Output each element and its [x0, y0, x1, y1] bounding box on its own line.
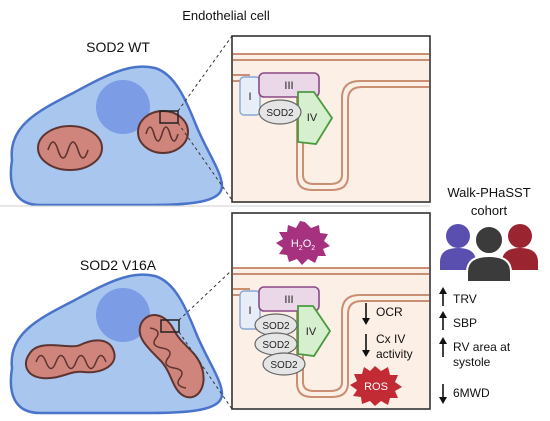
h2o2-burst: H2O2: [276, 221, 330, 265]
arrow-down-icon: [362, 334, 370, 357]
complex-i-label: I: [248, 305, 251, 317]
zoom-line: [177, 35, 233, 112]
sod2-label: SOD2: [266, 108, 294, 119]
mitochondrion-icon: [137, 110, 189, 154]
mitochondrion-icon: [37, 125, 103, 171]
person-left: [440, 224, 476, 270]
complex-iii-mutant: [258, 286, 320, 312]
mitochondrion-icon: [138, 314, 205, 399]
mito-zoom-mutant: I III IV SOD2 SOD2 SOD2 H2O2 ROS OCR: [231, 212, 431, 410]
complex-iii-label: III: [284, 294, 293, 306]
person-right: [502, 224, 538, 270]
ros-burst: ROS: [350, 366, 402, 406]
arrow-up-icon: [439, 311, 447, 330]
sod2-label: SOD2: [262, 340, 290, 351]
complex-iv-label: IV: [306, 326, 317, 338]
cohort-subtitle: cohort: [471, 203, 508, 218]
zoom-box-icon: [159, 110, 179, 124]
mito-zoom-wt: I III IV SOD2: [231, 35, 431, 203]
sod2-wt: [258, 99, 302, 125]
effect-ocr: OCR: [376, 305, 403, 319]
outcome-6mwd: 6MWD: [453, 386, 490, 400]
people-icon: [440, 224, 538, 283]
zoom-box-icon: [160, 319, 180, 333]
endothelial-cell-wt: [9, 35, 233, 207]
mitochondrion-icon: [25, 339, 116, 380]
arrow-down-icon: [362, 303, 370, 325]
zoom-line: [178, 269, 233, 321]
complex-iii-wt: [258, 72, 320, 98]
cohort-title: Walk-PHaSST: [447, 185, 530, 200]
cell-body-mutant: [9, 273, 224, 415]
effect-cx-iv-activity: activity: [376, 347, 413, 361]
sod2-label: SOD2: [262, 321, 290, 332]
outcome-rv-area: RV area at: [453, 340, 511, 354]
h2o2-label: H2O2: [291, 238, 315, 252]
sod2-label: SOD2: [270, 360, 298, 371]
arrow-up-icon: [439, 287, 447, 306]
complex-i-label: I: [248, 91, 251, 103]
nucleus-mutant: [96, 288, 150, 342]
figure-title: Endothelial cell: [182, 8, 270, 23]
ros-label: ROS: [364, 381, 388, 393]
outcome-sbp: SBP: [453, 316, 477, 330]
panel-label-mutant: SOD2 V16A: [80, 257, 157, 273]
effect-cx-iv: Cx IV: [376, 332, 405, 346]
complex-iv-wt: [297, 91, 334, 145]
starburst-icon: [350, 366, 402, 406]
person-center: [466, 225, 512, 283]
endothelial-cell-mutant: [9, 269, 233, 415]
starburst-icon: [276, 221, 330, 265]
zoom-line: [177, 122, 233, 201]
sod2-mutant: [262, 352, 306, 376]
nucleus-wt: [96, 80, 150, 134]
outcome-rv-area-systole: systole: [453, 355, 491, 369]
arrow-up-icon: [439, 337, 447, 357]
arrow-down-icon: [439, 384, 447, 404]
outcome-trv: TRV: [453, 292, 477, 306]
complex-iii-label: III: [284, 80, 293, 92]
complex-iv-label: IV: [307, 112, 318, 124]
complex-iv-mutant: [297, 305, 332, 357]
panel-label-wt: SOD2 WT: [86, 39, 150, 55]
